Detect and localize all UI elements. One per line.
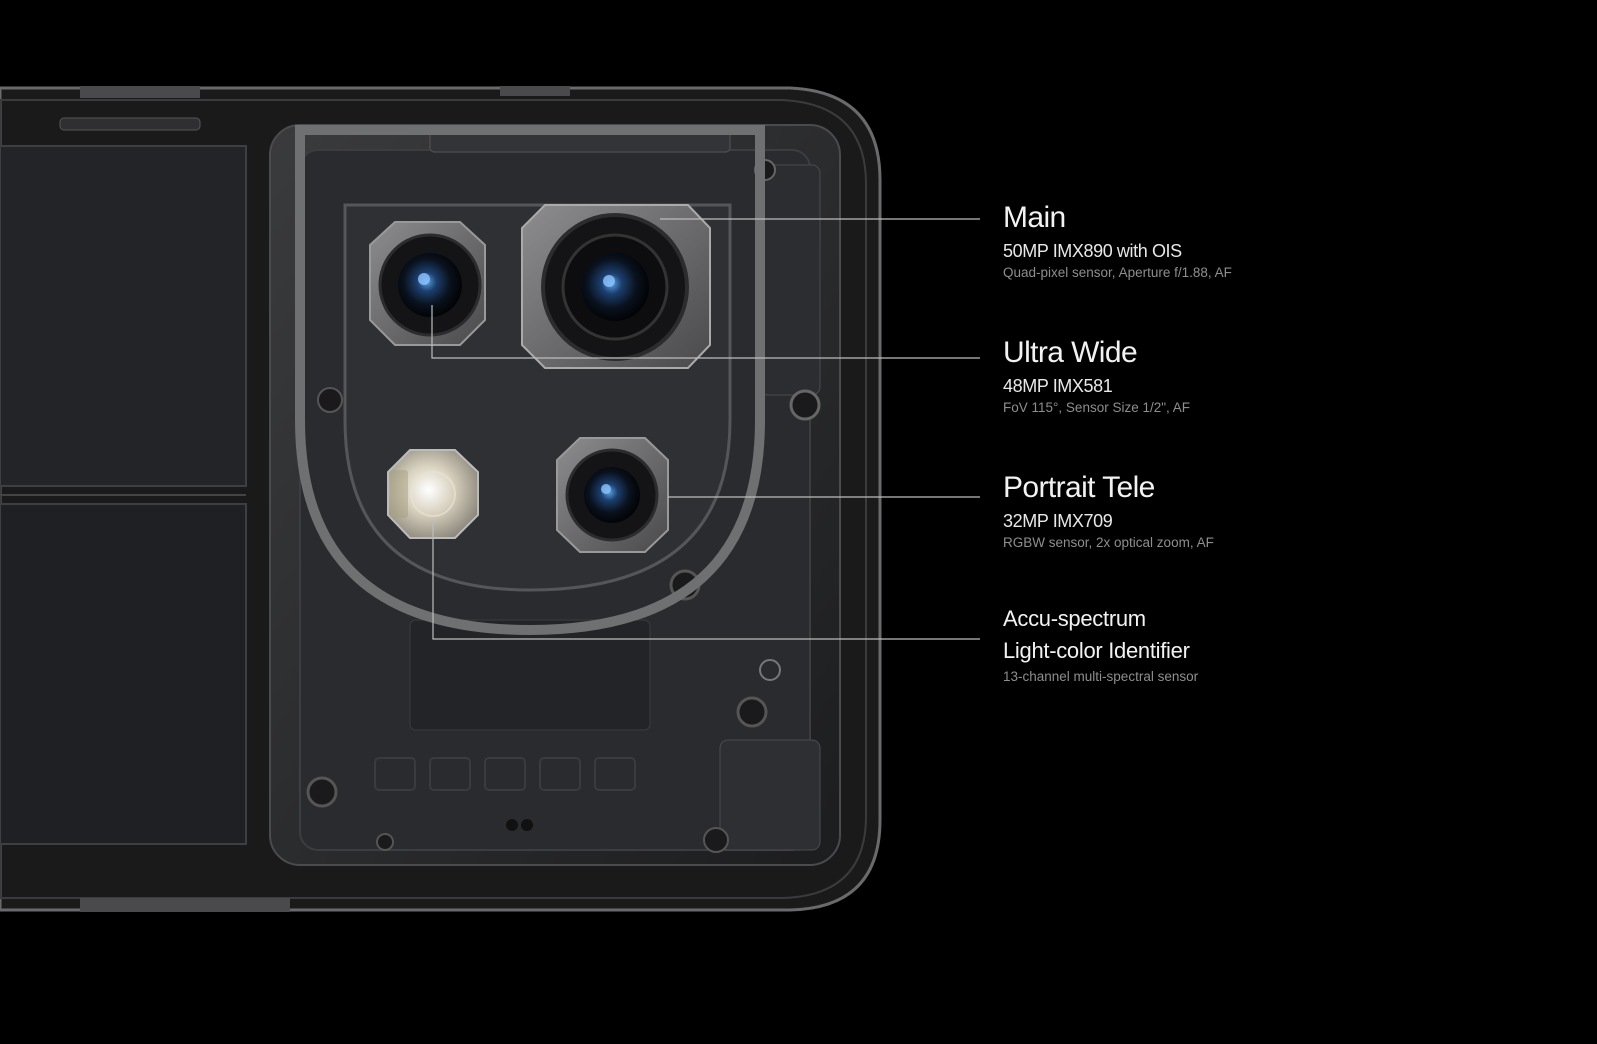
spec-ultra-wide: Ultra Wide 48MP IMX581 FoV 115°, Sensor … bbox=[1003, 336, 1190, 418]
spec-subtitle: 32MP IMX709 bbox=[1003, 511, 1113, 531]
ultra-wide-camera-lens bbox=[369, 221, 486, 346]
spec-main: Main 50MP IMX890 with OIS Quad-pixel sen… bbox=[1003, 201, 1232, 283]
spec-title: Ultra Wide bbox=[1003, 336, 1138, 369]
spec-detail: RGBW sensor, 2x optical zoom, AF bbox=[1003, 535, 1214, 550]
main-camera-lens bbox=[521, 204, 711, 369]
spec-title-line2: Light-color Identifier bbox=[1003, 638, 1190, 663]
spec-title: Main bbox=[1003, 201, 1066, 234]
spectral-sensor-flash bbox=[387, 449, 479, 539]
leader-line-accu-spectrum bbox=[432, 520, 980, 640]
spec-portrait-tele: Portrait Tele 32MP IMX709 RGBW sensor, 2… bbox=[1003, 471, 1214, 553]
leader-lines bbox=[431, 218, 980, 640]
portrait-tele-camera-lens bbox=[556, 437, 669, 553]
spec-accu-spectrum: Accu-spectrum Light-color Identifier 13-… bbox=[1003, 603, 1198, 687]
spec-detail: Quad-pixel sensor, Aperture f/1.88, AF bbox=[1003, 265, 1232, 280]
spec-detail: FoV 115°, Sensor Size 1/2", AF bbox=[1003, 400, 1191, 415]
spec-subtitle: 50MP IMX890 with OIS bbox=[1003, 241, 1182, 261]
battery bbox=[0, 145, 247, 845]
spec-detail: 13-channel multi-spectral sensor bbox=[1003, 669, 1199, 684]
spec-title-line1: Accu-spectrum bbox=[1003, 606, 1146, 631]
spec-subtitle: 48MP IMX581 bbox=[1003, 376, 1113, 396]
leader-line-ultra-wide bbox=[431, 305, 980, 359]
spec-title: Portrait Tele bbox=[1003, 471, 1155, 504]
